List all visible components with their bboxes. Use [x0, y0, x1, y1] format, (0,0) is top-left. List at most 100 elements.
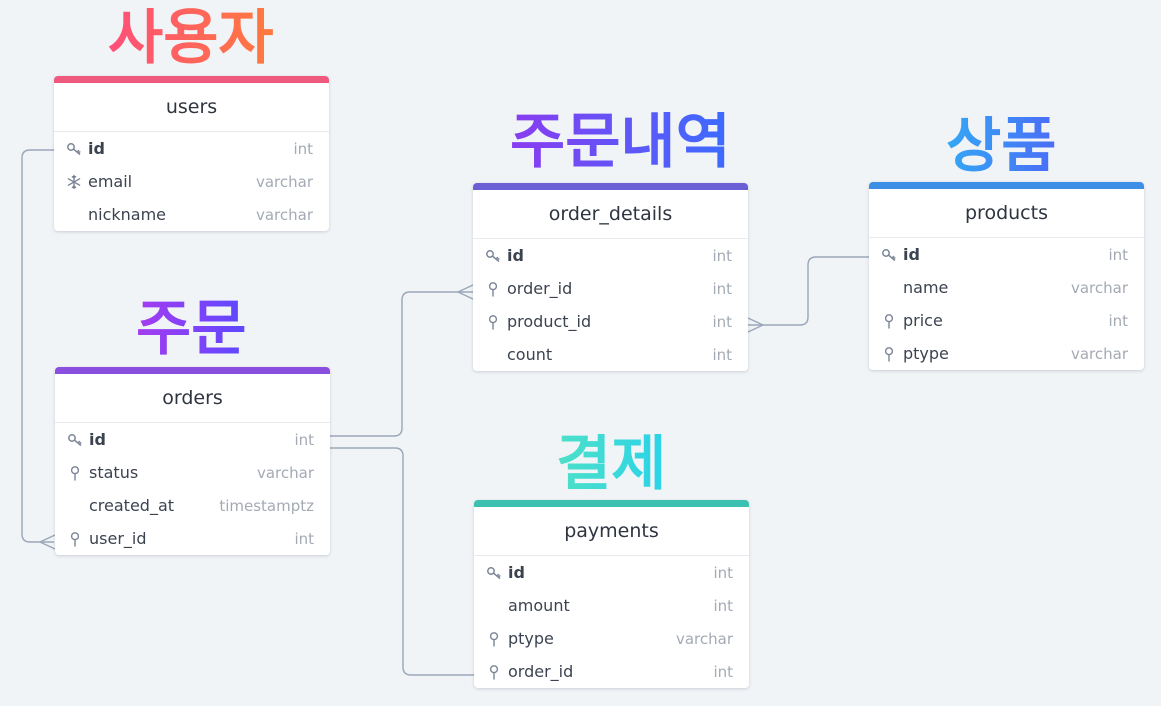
field-name: product_id	[507, 312, 592, 331]
products-table[interactable]: products id int name varchar price int ptype va…	[869, 182, 1144, 370]
users-table-title[interactable]: users	[54, 83, 329, 132]
field-row-id[interactable]: id int	[54, 132, 329, 165]
field-row-ptype[interactable]: ptype varchar	[869, 337, 1144, 370]
snowflake-icon	[64, 172, 84, 192]
field-icon-empty	[65, 496, 85, 516]
field-type: int	[1108, 245, 1128, 264]
field-row-user-id[interactable]: user_id int	[55, 522, 330, 555]
payments-table-header-bar	[474, 500, 749, 507]
field-icon-empty	[483, 345, 503, 365]
orders-table-fields: id int status varchar created_at timestamptz u…	[55, 423, 330, 555]
field-type: varchar	[675, 629, 733, 648]
field-name: name	[903, 278, 949, 297]
users-table[interactable]: users id int email varchar nickname varchar	[54, 76, 329, 231]
field-type: int	[713, 596, 733, 615]
field-row-name[interactable]: name varchar	[869, 271, 1144, 304]
field-name: user_id	[89, 529, 147, 548]
field-row-status[interactable]: status varchar	[55, 456, 330, 489]
field-name: count	[507, 345, 553, 364]
orders-korean-label: 주문	[136, 294, 247, 364]
field-type: int	[712, 312, 732, 331]
field-name: order_id	[508, 662, 574, 681]
users-korean-label: 사용자	[108, 3, 274, 73]
field-type: int	[294, 529, 314, 548]
products-table-header-bar	[869, 182, 1144, 189]
field-row-id[interactable]: id int	[869, 238, 1144, 271]
products-korean-label: 상품	[946, 111, 1057, 181]
field-type: int	[712, 345, 732, 364]
pin-icon	[879, 311, 899, 331]
field-type: int	[293, 139, 313, 158]
products-order-details-crowfoot	[747, 317, 764, 333]
field-name: email	[88, 172, 133, 191]
field-row-price[interactable]: price int	[869, 304, 1144, 337]
order-details-table-title[interactable]: order_details	[473, 190, 748, 239]
field-type: varchar	[255, 172, 313, 191]
field-type: int	[712, 279, 732, 298]
field-icon-empty	[879, 278, 899, 298]
field-name: id	[89, 430, 106, 449]
key-icon	[65, 430, 85, 450]
field-name: status	[89, 463, 139, 482]
key-icon	[484, 563, 504, 583]
field-type: int	[713, 563, 733, 582]
products-table-title[interactable]: products	[869, 189, 1144, 238]
pin-icon	[879, 344, 899, 364]
pin-icon	[65, 463, 85, 483]
field-type: varchar	[256, 463, 314, 482]
field-row-created-at[interactable]: created_at timestamptz	[55, 489, 330, 522]
users-table-header-bar	[54, 76, 329, 83]
payments-korean-label: 결제	[556, 429, 667, 499]
key-icon	[483, 246, 503, 266]
field-name: created_at	[89, 496, 175, 515]
users-orders-connector	[21, 149, 54, 543]
users-orders-crowfoot	[39, 534, 56, 550]
field-type: varchar	[1070, 278, 1128, 297]
field-type: timestamptz	[219, 496, 314, 515]
field-type: varchar	[1070, 344, 1128, 363]
field-icon-empty	[64, 205, 84, 225]
orders-table[interactable]: orders id int status varchar created_at times…	[55, 367, 330, 555]
pin-icon	[484, 629, 504, 649]
field-type: varchar	[255, 205, 313, 224]
field-name: price	[903, 311, 943, 330]
field-name: ptype	[903, 344, 949, 363]
field-row-product-id[interactable]: product_id int	[473, 305, 748, 338]
orders-order-details-connector	[330, 291, 473, 437]
products-order-details-connector	[748, 256, 869, 326]
field-icon-empty	[484, 596, 504, 616]
products-table-fields: id int name varchar price int ptype varchar	[869, 238, 1144, 370]
field-name: id	[88, 139, 105, 158]
key-icon	[64, 139, 84, 159]
orders-table-title[interactable]: orders	[55, 374, 330, 423]
orders-order-details-crowfoot	[457, 284, 474, 300]
payments-table-title[interactable]: payments	[474, 507, 749, 556]
orders-table-header-bar	[55, 367, 330, 374]
field-name: id	[903, 245, 920, 264]
field-type: int	[1108, 311, 1128, 330]
field-type: int	[294, 430, 314, 449]
field-row-nickname[interactable]: nickname varchar	[54, 198, 329, 231]
pin-icon	[483, 279, 503, 299]
pin-icon	[484, 662, 504, 682]
field-row-order-id[interactable]: order_id int	[473, 272, 748, 305]
field-row-count[interactable]: count int	[473, 338, 748, 371]
field-row-id[interactable]: id int	[55, 423, 330, 456]
field-type: int	[712, 246, 732, 265]
field-name: order_id	[507, 279, 573, 298]
order-details-table-header-bar	[473, 183, 748, 190]
key-icon	[879, 245, 899, 265]
orders-payments-connector	[330, 447, 474, 676]
field-row-email[interactable]: email varchar	[54, 165, 329, 198]
field-name: nickname	[88, 205, 167, 224]
